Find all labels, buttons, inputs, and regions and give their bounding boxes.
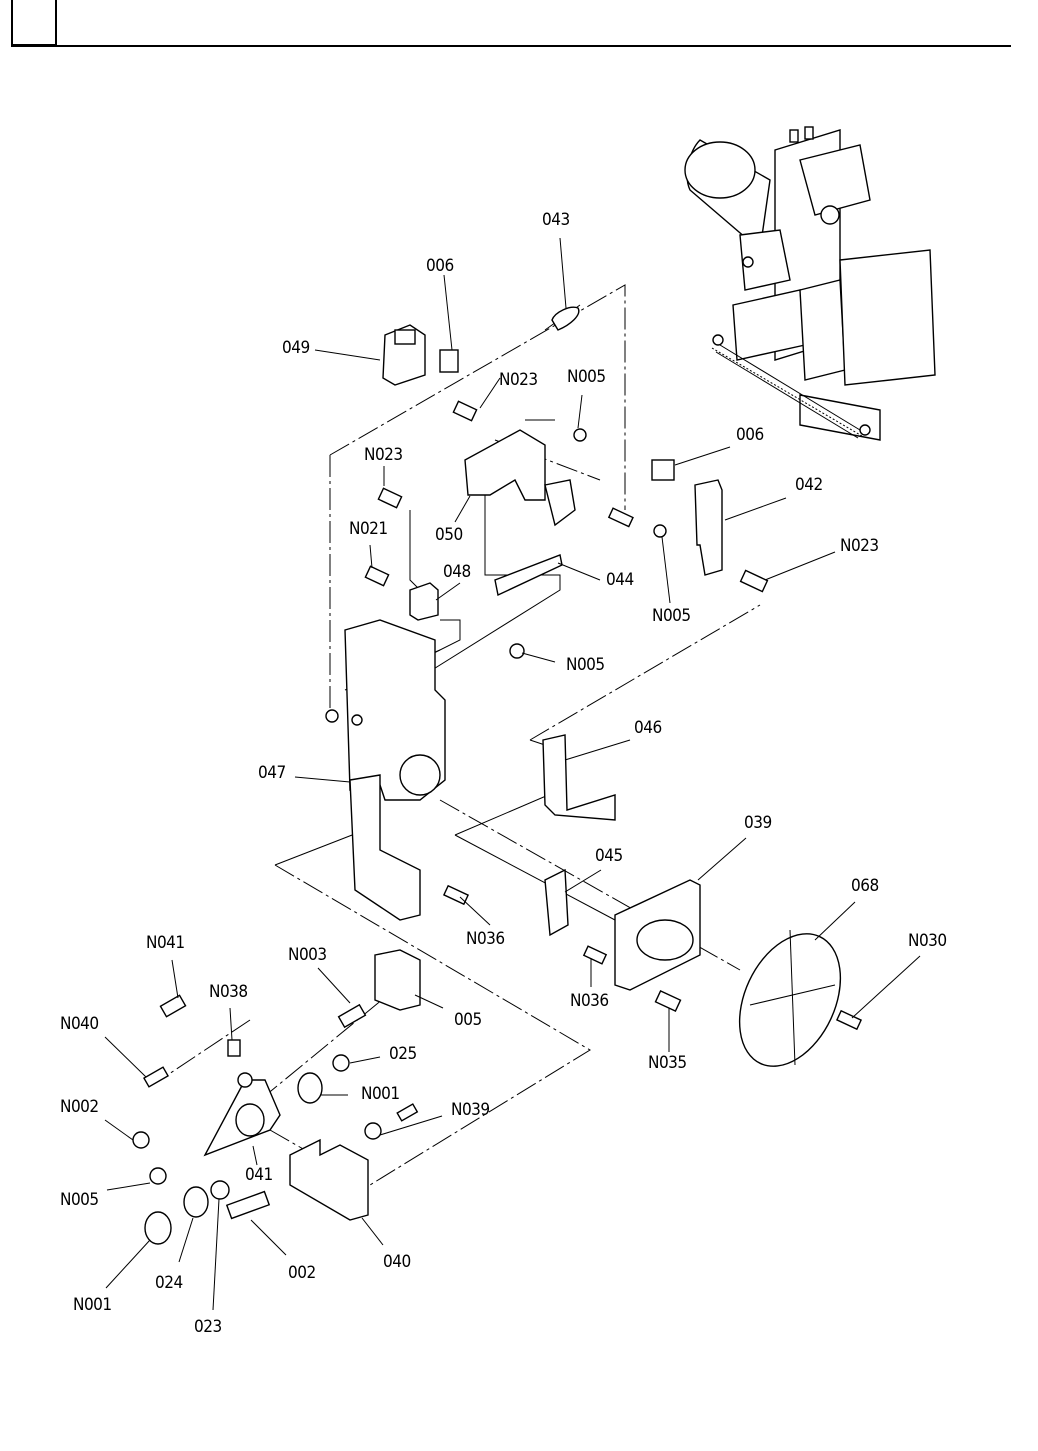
- callout-043: 043: [542, 210, 570, 230]
- callout-046: 046: [634, 718, 662, 738]
- callout-049: 049: [282, 338, 310, 358]
- callout-047: 047: [258, 763, 286, 783]
- callout-n005: N005: [567, 367, 606, 387]
- callout-025: 025: [389, 1044, 417, 1064]
- part-046-bracket: [542, 734, 616, 821]
- part-n005-upper-nut: [573, 428, 587, 442]
- part-005-block: [374, 949, 421, 1011]
- part-n003-screw: [337, 1003, 367, 1029]
- callout-024: 024: [155, 1273, 183, 1293]
- callout-044: 044: [606, 570, 634, 590]
- part-n001-bearing-upper: [297, 1072, 323, 1104]
- callout-labels: 043 006 049 N023 N005 N023 050 N021 048 …: [60, 210, 947, 1337]
- callout-006: 006: [736, 425, 764, 445]
- part-039-housing: [614, 879, 701, 991]
- part-068-disc: [738, 929, 842, 1067]
- part-n023-upper-screw: [452, 400, 478, 422]
- part-n030-pin: [835, 1009, 863, 1031]
- part-048-block: [409, 582, 439, 621]
- part-006-clip-upper: [439, 349, 459, 373]
- part-023-washer: [210, 1180, 230, 1200]
- part-050-plate: [464, 429, 634, 528]
- callout-n036: N036: [466, 929, 505, 949]
- assembly-guide-lines: [159, 284, 761, 1186]
- part-n002-nut: [132, 1131, 150, 1149]
- callout-n038: N038: [209, 982, 248, 1002]
- callout-n035: N035: [648, 1053, 687, 1073]
- part-n005-lower-nut: [149, 1167, 167, 1185]
- callout-048: 048: [443, 562, 471, 582]
- callout-n023: N023: [840, 536, 879, 556]
- callout-n005: N005: [566, 655, 605, 675]
- callout-050: 050: [435, 525, 463, 545]
- callout-005: 005: [454, 1010, 482, 1030]
- part-n005-mid-nut: [509, 643, 525, 659]
- part-024-bushing: [183, 1186, 209, 1218]
- part-n023-right-screw: [739, 569, 769, 593]
- part-n036-pin-upper: [442, 884, 470, 906]
- part-042-arm: [694, 479, 723, 576]
- part-n035-fitting: [654, 989, 682, 1013]
- callout-n023: N023: [364, 445, 403, 465]
- part-n038-setscrew: [227, 1039, 241, 1057]
- part-n040-screw: [143, 1066, 169, 1088]
- callout-039: 039: [744, 813, 772, 833]
- callout-n039: N039: [451, 1100, 490, 1120]
- callout-n001: N001: [73, 1295, 112, 1315]
- callout-042: 042: [795, 475, 823, 495]
- part-n039-washer-screw: [364, 1103, 419, 1140]
- leader-lines: [104, 237, 921, 1311]
- part-n036-pin-lower: [582, 945, 608, 965]
- callout-n040: N040: [60, 1014, 99, 1034]
- part-n041-screw: [159, 994, 187, 1018]
- callout-n041: N041: [146, 933, 185, 953]
- callout-n002: N002: [60, 1097, 99, 1117]
- part-n021-screw: [364, 565, 390, 587]
- part-043-spring: [544, 304, 581, 331]
- callout-n001: N001: [361, 1084, 400, 1104]
- callout-n003: N003: [288, 945, 327, 965]
- callout-040: 040: [383, 1252, 411, 1272]
- callout-n005: N005: [652, 606, 691, 626]
- callout-n030: N030: [908, 931, 947, 951]
- part-n001-bearing-lower: [144, 1211, 172, 1245]
- callout-n036: N036: [570, 991, 609, 1011]
- callout-006: 006: [426, 256, 454, 276]
- callout-n005: N005: [60, 1190, 99, 1210]
- callout-002: 002: [288, 1263, 316, 1283]
- part-002-shaft: [225, 1190, 271, 1220]
- part-041-lever: [203, 1072, 281, 1157]
- part-006-clip-right: [651, 459, 675, 481]
- assembly-overview: [684, 126, 936, 441]
- part-n023-left-screw: [377, 487, 403, 509]
- part-047-main-frame: [325, 619, 446, 921]
- part-025-washer: [332, 1054, 350, 1072]
- callout-n021: N021: [349, 519, 388, 539]
- part-040-block: [289, 1138, 369, 1221]
- header-rule: [11, 45, 1011, 47]
- callout-023: 023: [194, 1317, 222, 1337]
- part-049-bracket: [382, 324, 426, 386]
- callout-041: 041: [245, 1165, 273, 1185]
- callout-n023: N023: [499, 370, 538, 390]
- part-n005-right-nut: [653, 524, 667, 538]
- part-045-bar: [544, 868, 569, 937]
- callout-068: 068: [851, 876, 879, 896]
- callout-045: 045: [595, 846, 623, 866]
